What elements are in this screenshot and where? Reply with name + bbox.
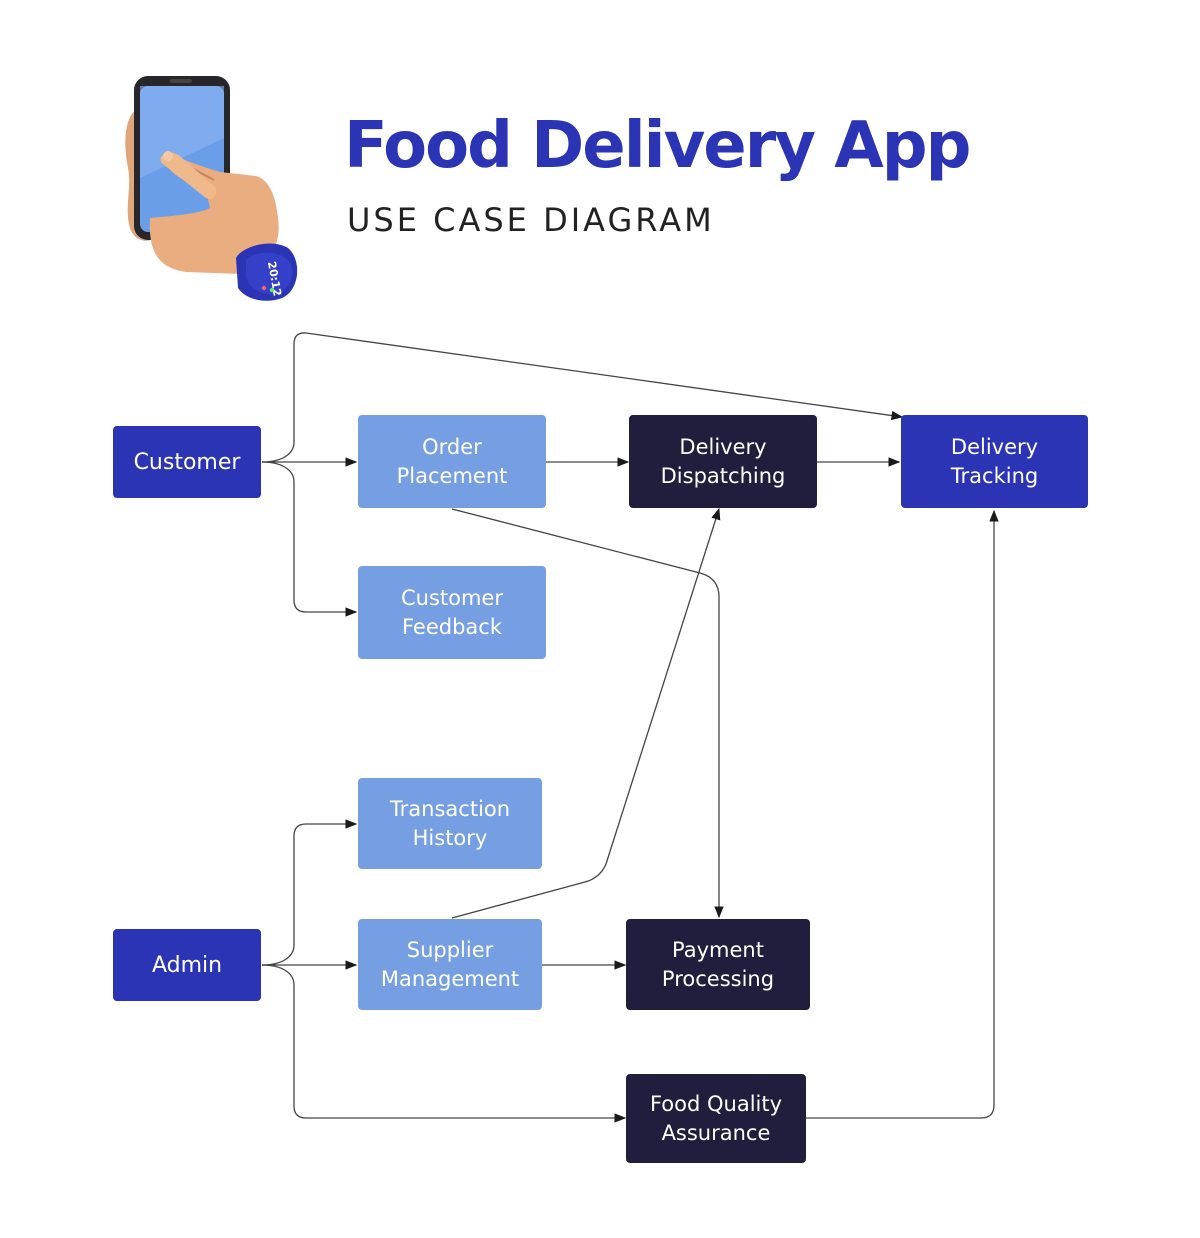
actor-customer-label: Customer xyxy=(133,449,241,475)
edge-order-payment xyxy=(451,508,724,919)
page-subtitle: USE CASE DIAGRAM xyxy=(347,201,715,239)
watch-time: 20:12 xyxy=(265,260,284,297)
usecase-delivery-dispatching-line2: Dispatching xyxy=(660,463,786,488)
edge-customer-feedback xyxy=(261,461,358,617)
usecase-food-quality-line1: Food Quality xyxy=(649,1091,783,1116)
usecase-supplier-management-line1: Supplier xyxy=(406,937,494,962)
edge-supplier-dispatching xyxy=(451,507,721,919)
usecase-food-quality-line2: Assurance xyxy=(661,1120,771,1145)
usecase-delivery-dispatching-line1: Delivery xyxy=(679,434,767,459)
usecase-customer-feedback-line1: Customer xyxy=(400,585,503,610)
edge-admin-transaction xyxy=(261,819,358,966)
usecase-payment-processing-line2: Processing xyxy=(661,966,775,991)
actor-admin[interactable]: Admin xyxy=(113,929,261,1001)
usecase-transaction-history-line2: History xyxy=(412,825,488,850)
usecase-transaction-history-line1: Transaction xyxy=(389,796,511,821)
usecase-delivery-tracking-line2: Tracking xyxy=(950,463,1039,488)
usecase-supplier-management-line2: Management xyxy=(380,966,520,991)
usecase-order-placement-line2: Placement xyxy=(396,463,508,488)
hand-phone-illustration: 20:12 xyxy=(110,68,310,308)
actor-admin-label: Admin xyxy=(151,952,223,978)
page-title: Food Delivery App xyxy=(344,109,971,183)
usecase-customer-feedback-line2: Feedback xyxy=(401,614,502,639)
edge-admin-foodquality xyxy=(261,964,627,1123)
edge-foodquality-tracking xyxy=(806,509,999,1119)
usecase-payment-processing-line1: Payment xyxy=(672,937,764,962)
actor-customer[interactable]: Customer xyxy=(113,426,261,498)
usecase-delivery-tracking-line1: Delivery xyxy=(950,434,1039,459)
edge-customer-tracking xyxy=(261,332,904,463)
usecase-order-placement-line1: Order xyxy=(422,434,482,459)
